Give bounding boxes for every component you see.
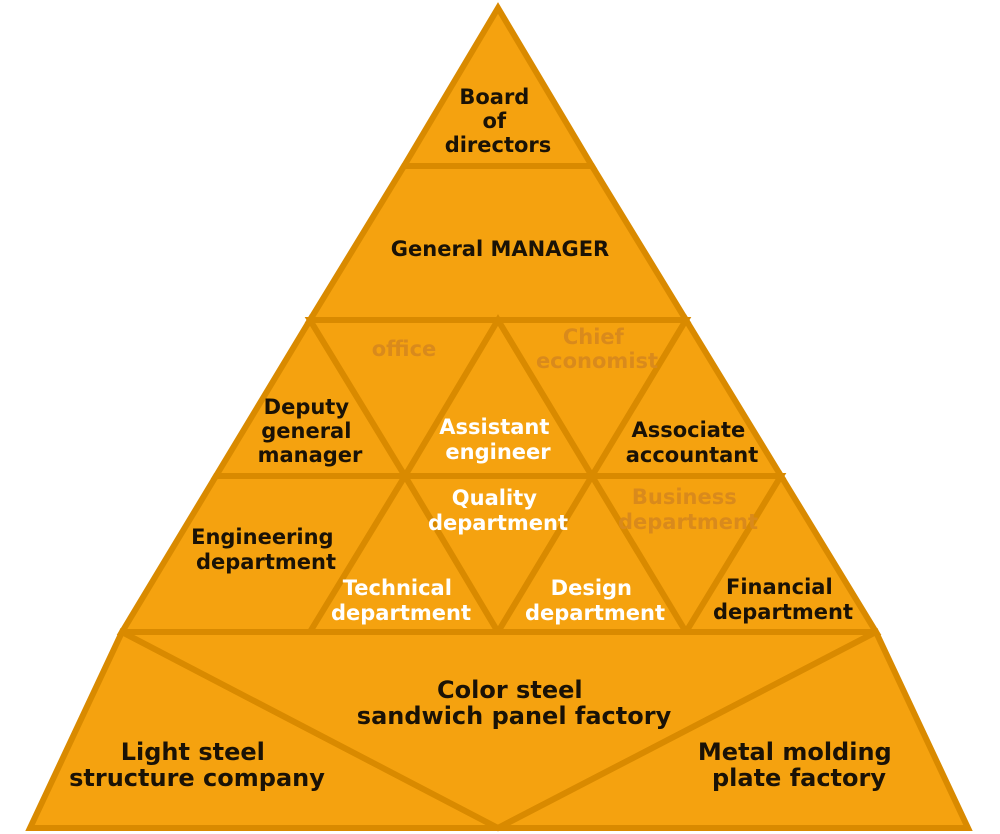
- board-line-1: Board: [459, 85, 529, 109]
- chief-economist-line-2: economist: [536, 349, 658, 373]
- associate-accountant-line-1: Associate: [631, 418, 745, 442]
- metal-molding-label: Metal molding plate factory: [698, 738, 900, 792]
- metal-molding-cell: [496, 627, 973, 831]
- color-steel-line-2: sandwich panel factory: [357, 702, 672, 730]
- office-line-1: office: [372, 337, 437, 361]
- engineering-dept-line-1: Engineering: [191, 525, 334, 549]
- financial-dept-line-2: department: [713, 600, 853, 624]
- chief-economist-label: Chief economist: [536, 325, 658, 373]
- general-manager-line-1: General MANAGER: [391, 237, 609, 261]
- assistant-engineer-line-1: Assistant: [439, 415, 549, 439]
- color-steel-line-1: Color steel: [437, 676, 583, 704]
- deputy-gm-label: Deputy general manager: [258, 395, 363, 467]
- metal-molding-line-1: Metal molding: [698, 738, 892, 766]
- light-steel-label: Light steel structure company: [69, 738, 325, 792]
- deputy-gm-line-2: general: [261, 419, 351, 443]
- assistant-engineer-line-2: engineer: [445, 440, 551, 464]
- technical-dept-line-2: department: [331, 601, 471, 625]
- assistant-engineer-label: Assistant engineer: [439, 415, 556, 464]
- general-manager-label: General MANAGER: [391, 237, 609, 261]
- business-dept-line-2: department: [618, 510, 758, 534]
- deputy-gm-line-3: manager: [258, 443, 363, 467]
- engineering-dept-line-2: department: [196, 550, 336, 574]
- board-line-2: of: [483, 109, 507, 133]
- quality-dept-label: Quality department: [428, 486, 568, 535]
- light-steel-line-2: structure company: [69, 764, 325, 792]
- board-label: Board of directors: [445, 85, 552, 157]
- design-dept-line-2: department: [525, 601, 665, 625]
- design-dept-line-1: Design: [551, 576, 632, 600]
- financial-dept-label: Financial department: [713, 575, 853, 624]
- office-label: office: [372, 337, 437, 361]
- quality-dept-line-2: department: [428, 511, 568, 535]
- business-dept-line-1: Business: [632, 485, 737, 509]
- technical-dept-line-1: Technical: [343, 576, 452, 600]
- deputy-gm-line-1: Deputy: [264, 395, 350, 419]
- color-steel-label: Color steel sandwich panel factory: [357, 676, 672, 730]
- metal-molding-line-2: plate factory: [712, 764, 886, 792]
- design-dept-label: Design department: [525, 576, 665, 625]
- business-dept-label: Business department: [618, 485, 758, 534]
- chief-economist-line-1: Chief: [563, 325, 625, 349]
- board-line-3: directors: [445, 133, 552, 157]
- associate-accountant-line-2: accountant: [626, 443, 759, 467]
- engineering-dept-label: Engineering department: [191, 525, 341, 574]
- associate-accountant-label: Associate accountant: [626, 418, 759, 467]
- light-steel-line-1: Light steel: [121, 738, 265, 766]
- technical-dept-label: Technical department: [331, 576, 471, 625]
- quality-dept-line-1: Quality: [452, 486, 537, 510]
- financial-dept-line-1: Financial: [726, 575, 833, 599]
